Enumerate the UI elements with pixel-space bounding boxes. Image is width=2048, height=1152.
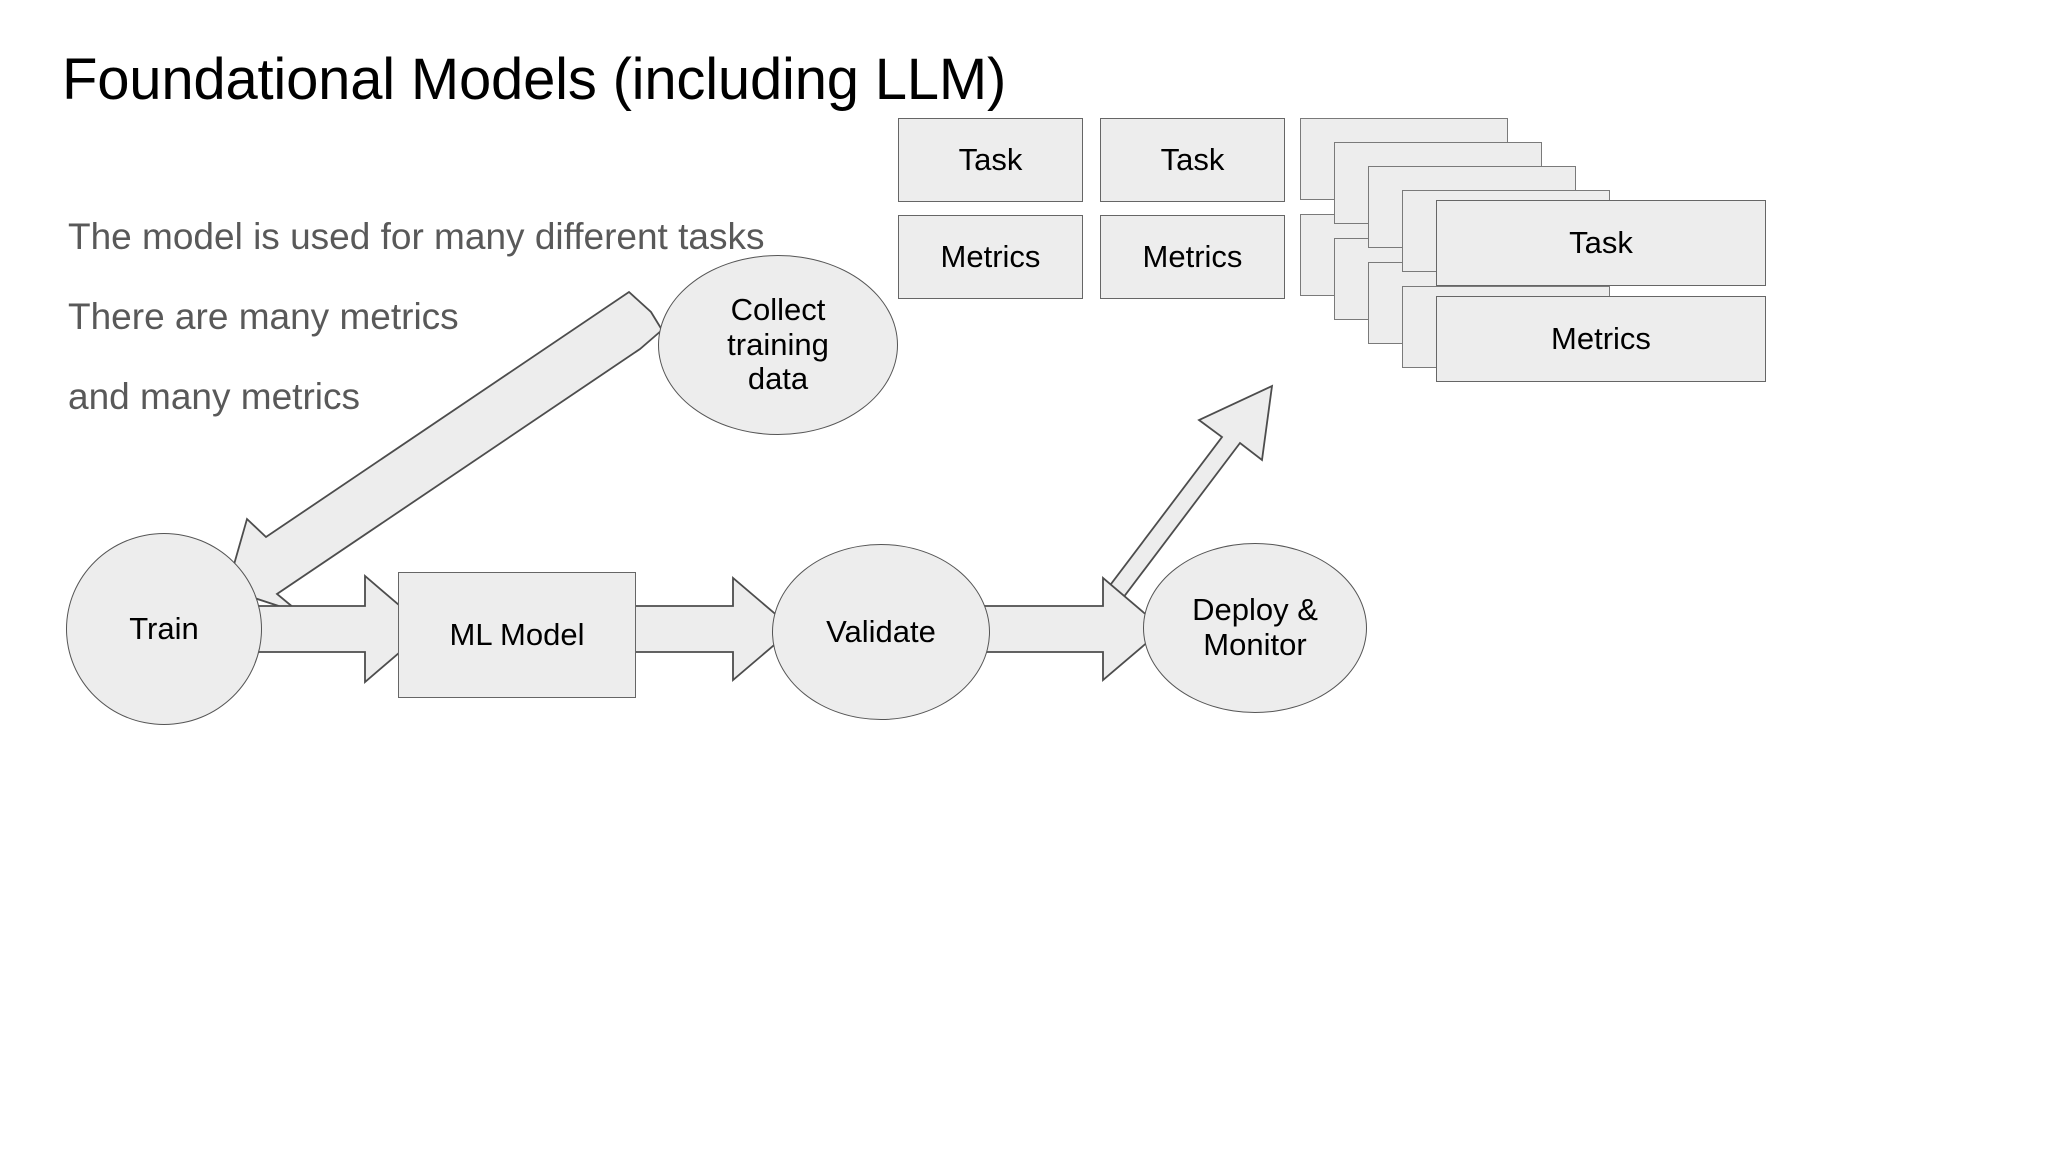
flow-node-deploy-line2: Monitor <box>1203 627 1307 662</box>
arrow-collect-to-train-shaft <box>225 290 664 614</box>
flow-node-mlmodel: ML Model <box>398 572 636 698</box>
bullet-line-3: and many metrics <box>68 376 360 417</box>
arrow-validate-to-deploy <box>979 576 1165 682</box>
flow-node-collect-line3: data <box>747 361 809 397</box>
task-card-1: Task <box>898 118 1083 202</box>
task-card-front: Task <box>1436 200 1766 286</box>
bullet-line-2: There are many metrics <box>68 296 459 337</box>
task-card-2-label: Task <box>1160 141 1225 177</box>
flow-node-deploy: Deploy & Monitor <box>1143 543 1367 713</box>
metrics-card-front: Metrics <box>1436 296 1766 382</box>
page-title: Foundational Models (including LLM) <box>62 47 1007 112</box>
task-card-front-label: Task <box>1569 224 1633 260</box>
flow-node-collect-line1: Collect <box>730 291 826 327</box>
flow-node-mlmodel-label: ML Model <box>449 616 585 652</box>
flow-node-train-label: Train <box>129 610 199 646</box>
flow-node-collect-line2: training <box>727 326 829 362</box>
metrics-card-1: Metrics <box>898 215 1083 299</box>
flow-node-train: Train <box>66 533 262 725</box>
flow-node-validate: Validate <box>772 544 990 720</box>
metrics-card-2-label: Metrics <box>1142 238 1243 274</box>
task-card-1-label: Task <box>958 141 1023 177</box>
flow-node-deploy-line1: Deploy & <box>1192 592 1318 628</box>
bullet-line-1: The model is used for many different tas… <box>68 216 765 257</box>
task-card-2: Task <box>1100 118 1285 202</box>
metrics-card-2: Metrics <box>1100 215 1285 299</box>
metrics-card-1-label: Metrics <box>940 238 1041 274</box>
metrics-card-front-label: Metrics <box>1551 320 1651 356</box>
flow-node-validate-label: Validate <box>826 613 936 649</box>
flow-node-collect: Collect training data <box>658 255 898 435</box>
